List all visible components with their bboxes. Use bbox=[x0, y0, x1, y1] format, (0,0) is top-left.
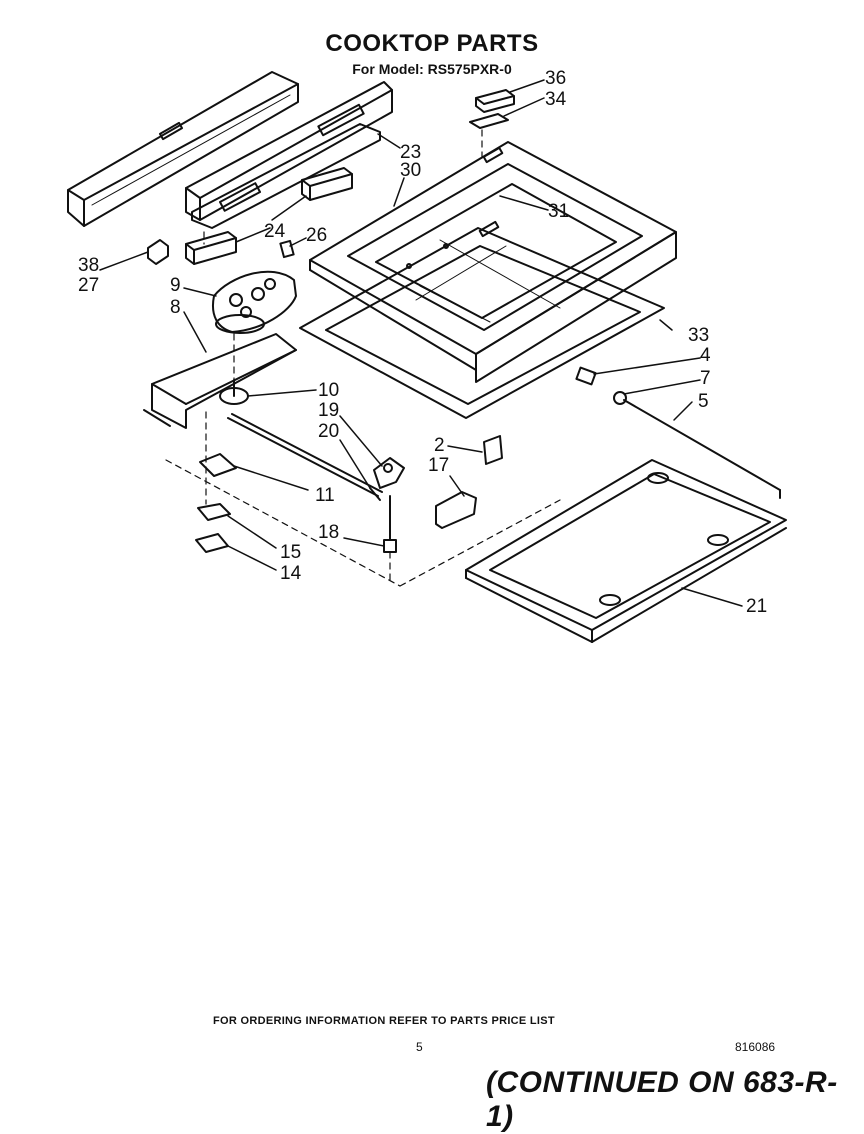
switch-left bbox=[185, 231, 237, 265]
callout-26: 26 bbox=[306, 225, 327, 246]
latch-upper bbox=[197, 503, 231, 521]
callout-11: 11 bbox=[315, 485, 335, 506]
callout-10: 10 bbox=[318, 380, 339, 401]
callout-18: 18 bbox=[318, 522, 339, 543]
callout-9: 9 bbox=[170, 275, 181, 296]
callout-30: 30 bbox=[400, 160, 421, 181]
callout-24: 24 bbox=[264, 221, 286, 242]
callout-4: 4 bbox=[700, 345, 711, 366]
small-bracket bbox=[483, 435, 503, 465]
assembly-dash-lines bbox=[165, 129, 561, 587]
callout-36: 36 bbox=[545, 68, 566, 89]
leader-lines bbox=[99, 79, 743, 607]
lever bbox=[373, 457, 405, 489]
cooktop-gasket bbox=[299, 227, 665, 419]
callout-20: 20 bbox=[318, 421, 339, 442]
drawing-number: 816086 bbox=[735, 1040, 776, 1054]
callout-2: 2 bbox=[434, 435, 445, 456]
callout-14: 14 bbox=[280, 563, 302, 584]
callout-5: 5 bbox=[698, 391, 709, 412]
callout-23: 23 bbox=[400, 142, 421, 163]
callout-19: 19 bbox=[318, 400, 339, 421]
callout-33: 33 bbox=[688, 325, 709, 346]
callout-38: 38 bbox=[78, 255, 99, 276]
plate bbox=[199, 453, 237, 477]
latch-lower bbox=[195, 533, 229, 553]
continued-note: (CONTINUED ON 683-R-1) bbox=[486, 1066, 838, 1133]
control-rod bbox=[227, 413, 383, 501]
hinge bbox=[435, 491, 477, 529]
connector-rod-assembly bbox=[575, 366, 781, 499]
callout-8: 8 bbox=[170, 297, 181, 318]
page-number: 5 bbox=[416, 1040, 423, 1054]
button-bezel bbox=[469, 113, 509, 129]
page-title: COOKTOP PARTS bbox=[325, 30, 539, 57]
knob bbox=[219, 379, 249, 405]
control-unit bbox=[212, 270, 297, 334]
switch-right bbox=[301, 167, 353, 201]
ordering-info-note: FOR ORDERING INFORMATION REFER TO PARTS … bbox=[213, 1015, 555, 1027]
callout-15: 15 bbox=[280, 542, 301, 563]
callout-31: 31 bbox=[548, 201, 569, 222]
exploded-parts-diagram: 36 34 23 30 31 24 26 38 27 9 8 33 4 7 5 … bbox=[67, 68, 787, 643]
callout-34: 34 bbox=[545, 89, 567, 110]
small-clip bbox=[147, 239, 169, 265]
cooktop-frame bbox=[309, 141, 677, 383]
callout-7: 7 bbox=[700, 368, 711, 389]
model-subtitle: For Model: RS575PXR-0 bbox=[352, 61, 512, 77]
drip-pan bbox=[465, 459, 787, 643]
screw bbox=[383, 495, 397, 553]
clip-part bbox=[279, 239, 295, 259]
callout-27: 27 bbox=[78, 275, 99, 296]
callout-17: 17 bbox=[428, 455, 449, 476]
control-panel-bracket bbox=[185, 81, 393, 229]
mounting-bracket bbox=[143, 333, 297, 429]
callout-21: 21 bbox=[746, 596, 767, 617]
button-knob bbox=[475, 89, 515, 113]
back-trim-channel bbox=[67, 71, 299, 227]
